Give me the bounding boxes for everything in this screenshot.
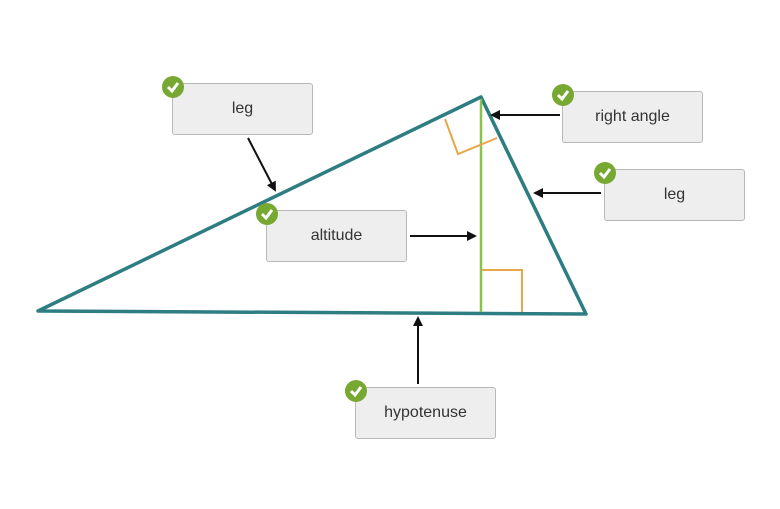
label-hypotenuse: hypotenuse — [345, 380, 496, 439]
checkmark-icon — [552, 84, 574, 106]
checkmark-icon — [345, 380, 367, 402]
right-angle-mark-bottom — [482, 269, 523, 312]
label-text: altitude — [310, 227, 363, 244]
label-leg-top: leg — [162, 76, 313, 135]
label-altitude: altitude — [256, 203, 407, 262]
checkmark-icon — [594, 162, 616, 184]
checkmark-icon — [162, 76, 184, 98]
label-right-angle: right angle — [552, 84, 703, 143]
label-leg-right: leg — [594, 162, 745, 221]
label-text: leg — [663, 186, 686, 203]
right-angle-mark-top — [444, 118, 498, 156]
label-text: right angle — [595, 108, 670, 125]
label-text: leg — [231, 100, 254, 117]
label-text: hypotenuse — [384, 404, 467, 421]
triangle — [36, 95, 588, 316]
arrow-leg-top — [247, 137, 276, 192]
checkmark-icon — [256, 203, 278, 225]
